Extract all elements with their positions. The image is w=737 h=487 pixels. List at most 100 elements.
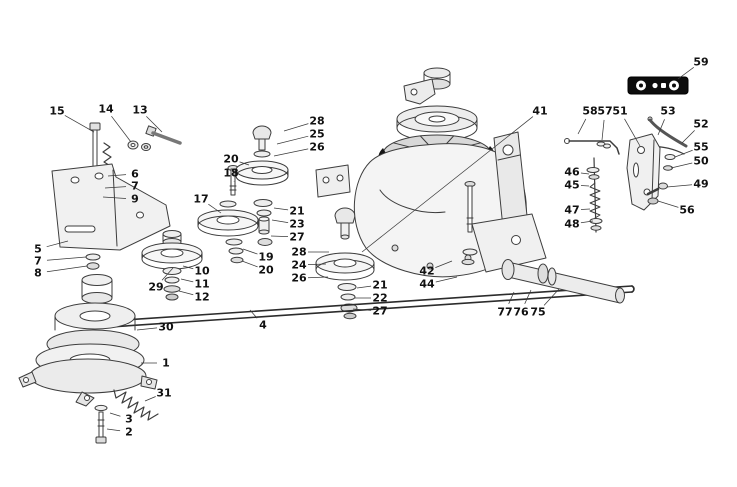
leader-line-30: [136, 327, 158, 331]
part-number-7: 7: [131, 180, 139, 193]
leader-line-23: [271, 219, 289, 223]
leader-line-17: [208, 203, 222, 214]
part-number-58: 58: [582, 105, 597, 118]
leader-line-48: [580, 220, 594, 224]
leader-line-9: [102, 196, 127, 199]
part-number-1: 1: [162, 357, 170, 370]
leader-line-58: [577, 118, 587, 135]
leader-line-27: [352, 308, 372, 311]
leader-line-5: [46, 240, 69, 248]
tensioner-stack-b: [315, 207, 375, 320]
leader-line-53: [657, 119, 665, 136]
leader-line-8: [46, 265, 88, 273]
part-number-11: 11: [194, 278, 209, 291]
part-number-31: 31: [156, 387, 171, 400]
leader-line-75: [543, 288, 560, 306]
pulley-17-stack: [197, 200, 259, 264]
part-number-27: 27: [289, 231, 304, 244]
leader-line-25: [276, 135, 309, 145]
leader-line-13: [146, 116, 163, 133]
leader-line-19: [242, 248, 258, 255]
leader-line-56: [657, 200, 679, 208]
part-number-26: 26: [309, 141, 325, 154]
leader-line-3: [109, 412, 121, 417]
tensioner-stack-a: [227, 125, 289, 246]
leader-line-59: [677, 67, 694, 80]
part-number-47: 47: [564, 204, 579, 217]
part-number-26: 26: [291, 272, 307, 285]
part-number-15: 15: [49, 105, 64, 118]
part-number-53: 53: [660, 105, 675, 118]
part-number-2: 2: [125, 426, 133, 439]
part-number-42: 42: [419, 265, 434, 278]
leader-line-51: [624, 118, 641, 147]
part-number-21: 21: [372, 279, 387, 292]
part-number-22: 22: [372, 292, 387, 305]
leader-line-44: [435, 276, 458, 283]
part-number-56: 56: [679, 204, 695, 217]
leader-line-10: [182, 265, 194, 270]
leader-line-28: [283, 123, 309, 132]
part-number-21: 21: [289, 205, 304, 218]
leader-line-6: [107, 174, 127, 177]
part-number-17: 17: [193, 193, 208, 206]
diagram-drawing: [18, 67, 689, 444]
part-number-77: 77: [497, 306, 512, 319]
pulley-stack-left: [141, 230, 203, 301]
leader-line-55: [674, 149, 693, 158]
leader-line-20: [241, 260, 258, 268]
leader-line-11: [180, 278, 194, 283]
part-number-76: 76: [513, 306, 529, 319]
leader-line-42: [435, 260, 453, 269]
part-number-46: 46: [564, 166, 580, 179]
leader-line-4: [249, 309, 258, 319]
leader-line-21: [273, 207, 289, 211]
leader-line-21: [356, 285, 372, 289]
part-number-20: 20: [258, 264, 274, 277]
part-number-59: 59: [693, 56, 708, 69]
fastener-plate: [627, 76, 689, 95]
part-number-13: 13: [132, 104, 147, 117]
leader-line-31: [144, 396, 156, 402]
part-number-44: 44: [419, 278, 435, 291]
support-bracket: [51, 163, 171, 270]
part-number-5: 5: [34, 243, 42, 256]
leader-line-47: [580, 208, 591, 210]
part-number-30: 30: [158, 321, 174, 334]
part-number-24: 24: [291, 259, 307, 272]
part-number-25: 25: [309, 128, 324, 141]
part-number-9: 9: [131, 193, 139, 206]
leader-line-26: [307, 276, 329, 279]
part-number-48: 48: [564, 218, 579, 231]
part-number-4: 4: [259, 319, 267, 332]
part-number-51: 51: [612, 105, 627, 118]
leader-line-7: [104, 186, 127, 189]
leader-line-50: [670, 162, 693, 169]
leader-line-26: [273, 148, 309, 157]
leader-line-29: [161, 267, 174, 281]
leader-line-7: [46, 256, 87, 261]
frame-plate: [315, 164, 351, 198]
part-number-57: 57: [597, 105, 612, 118]
part-number-3: 3: [125, 413, 133, 426]
leader-line-41: [361, 116, 534, 253]
part-number-75: 75: [530, 306, 545, 319]
part-number-55: 55: [693, 141, 708, 154]
leader-line-46: [580, 172, 590, 175]
part-number-8: 8: [34, 267, 42, 280]
part-number-6: 6: [131, 168, 139, 181]
part-number-50: 50: [693, 155, 709, 168]
part-number-28: 28: [309, 115, 324, 128]
part-number-18: 18: [223, 167, 238, 180]
leader-line-14: [111, 115, 132, 143]
part-number-19: 19: [258, 251, 273, 264]
part-number-27: 27: [372, 305, 387, 318]
part-number-52: 52: [693, 118, 708, 131]
brake-control-assembly: [564, 116, 688, 233]
part-number-23: 23: [289, 218, 304, 231]
part-number-12: 12: [194, 291, 209, 304]
part-number-20: 20: [223, 153, 239, 166]
